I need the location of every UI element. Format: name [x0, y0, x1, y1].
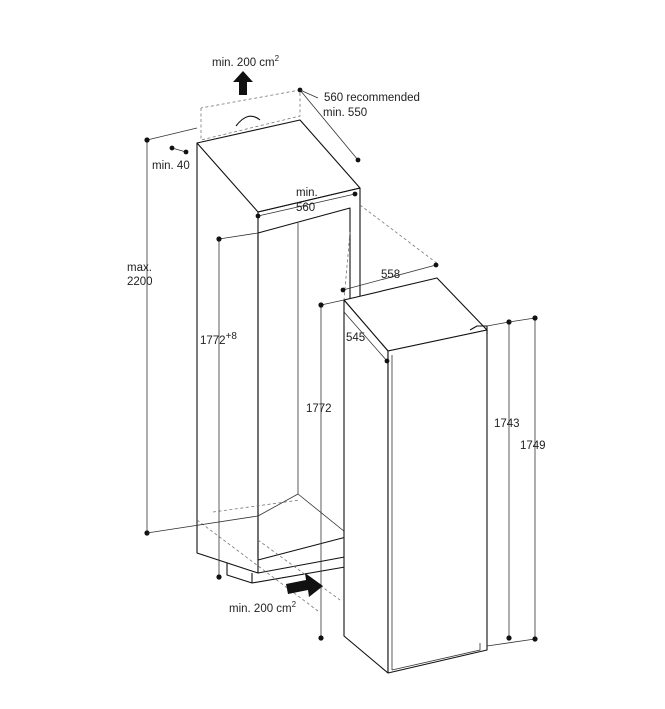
label-appliance-inner-height: 1772	[306, 403, 332, 415]
hidden-lines	[196, 204, 439, 612]
top-vent-opening	[200, 89, 301, 141]
label-appliance-height-1: 1743	[494, 418, 520, 430]
niche-outline	[196, 143, 259, 574]
label-vent-top: min. 200 cm2	[212, 54, 280, 69]
label-appliance-height-2: 1749	[520, 440, 546, 452]
label-niche-height-a: max.	[127, 262, 152, 274]
niche-opening	[257, 207, 351, 561]
label-depth-min: min. 550	[323, 107, 367, 119]
label-appliance-depth: 545	[346, 332, 365, 344]
label-niche-width-b: 560	[296, 202, 315, 214]
niche-cabinet	[196, 119, 361, 584]
label-niche-inner-height: 1772+8	[200, 331, 237, 347]
appliance	[343, 277, 488, 674]
appliance-front-face	[387, 329, 488, 674]
dimension-lines	[144, 87, 538, 647]
niche-plinth	[226, 563, 346, 584]
label-top-gap: min. 40	[152, 160, 190, 172]
arrow-up-icon	[233, 71, 253, 95]
label-vent-bottom: min. 200 cm2	[229, 600, 297, 615]
label-depth-recommended: 560 recommended	[324, 92, 420, 104]
appliance-side-face	[343, 299, 389, 674]
label-niche-height-b: 2200	[127, 276, 153, 288]
label-niche-width-a: min.	[296, 187, 318, 199]
arrow-right-icon	[286, 573, 323, 597]
dimension-labels: min. 200 cm2 560 recommended min. 550 mi…	[127, 54, 546, 615]
label-appliance-width: 558	[381, 269, 400, 281]
